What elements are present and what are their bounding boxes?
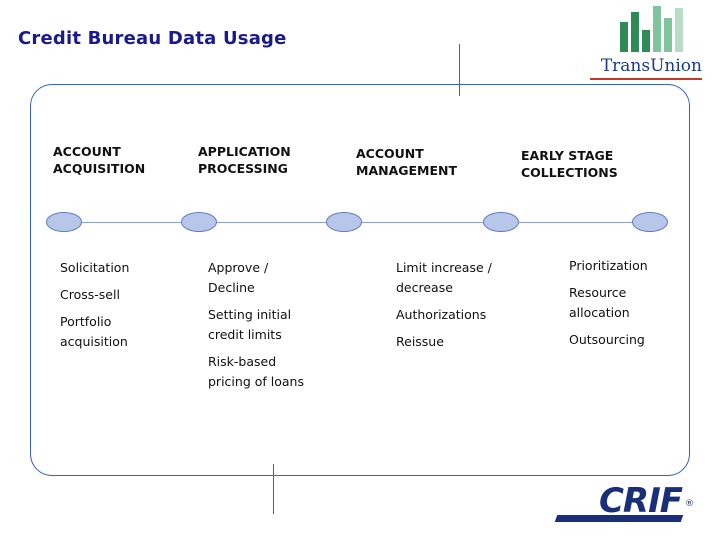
- column-header-account-acquisition: ACCOUNT ACQUISITION: [53, 144, 146, 176]
- transunion-underline: [590, 78, 702, 80]
- column-header-application-processing: APPLICATION PROCESSING: [198, 144, 291, 176]
- content-panel: [30, 84, 690, 476]
- column-items-application-processing: Approve / Decline Setting initial credit…: [208, 258, 348, 399]
- column-header-account-management: ACCOUNT MANAGEMENT: [356, 146, 458, 178]
- list-item: Setting initial credit limits: [208, 307, 292, 342]
- timeline-node-3: [326, 212, 362, 232]
- list-item: Prioritization: [569, 258, 648, 273]
- list-item: Cross-sell: [60, 287, 120, 302]
- column-items-account-management: Limit increase / decrease Authorizations…: [396, 258, 546, 359]
- list-item: Outsourcing: [569, 332, 645, 347]
- crif-registered-mark: ®: [685, 499, 694, 509]
- transunion-word-trans: Trans: [600, 56, 651, 76]
- crif-logo: CRIF ®: [554, 481, 696, 526]
- list-item: Authorizations: [396, 307, 487, 322]
- column-items-early-stage-collections: Prioritization Resource allocation Outso…: [569, 256, 709, 357]
- divider-line-2: [273, 464, 274, 514]
- list-item: Risk-based pricing of loans: [208, 354, 304, 389]
- column-header-early-stage-collections: EARLY STAGE COLLECTIONS: [521, 148, 618, 180]
- page-title: Credit Bureau Data Usage: [18, 28, 287, 49]
- crif-wordmark: CRIF: [598, 481, 683, 521]
- timeline-node-4: [483, 212, 519, 232]
- timeline-node-5: [632, 212, 668, 232]
- list-item: Portfolio acquisition: [60, 314, 128, 349]
- list-item: Limit increase / decrease: [396, 260, 492, 295]
- crif-swoosh-icon: [554, 515, 684, 522]
- list-item: Approve / Decline: [208, 260, 269, 295]
- list-item: Resource allocation: [569, 285, 630, 320]
- timeline-node-2: [181, 212, 217, 232]
- transunion-word-union: Union: [650, 56, 702, 76]
- transunion-bars-icon: [620, 6, 686, 52]
- transunion-wordmark: TransUnion: [601, 56, 702, 76]
- transunion-logo: TransUnion: [588, 6, 708, 84]
- column-items-account-acquisition: Solicitation Cross-sell Portfolio acquis…: [60, 258, 185, 359]
- list-item: Reissue: [396, 334, 444, 349]
- timeline-node-1: [46, 212, 82, 232]
- divider-line-1: [459, 44, 460, 96]
- list-item: Solicitation: [60, 260, 130, 275]
